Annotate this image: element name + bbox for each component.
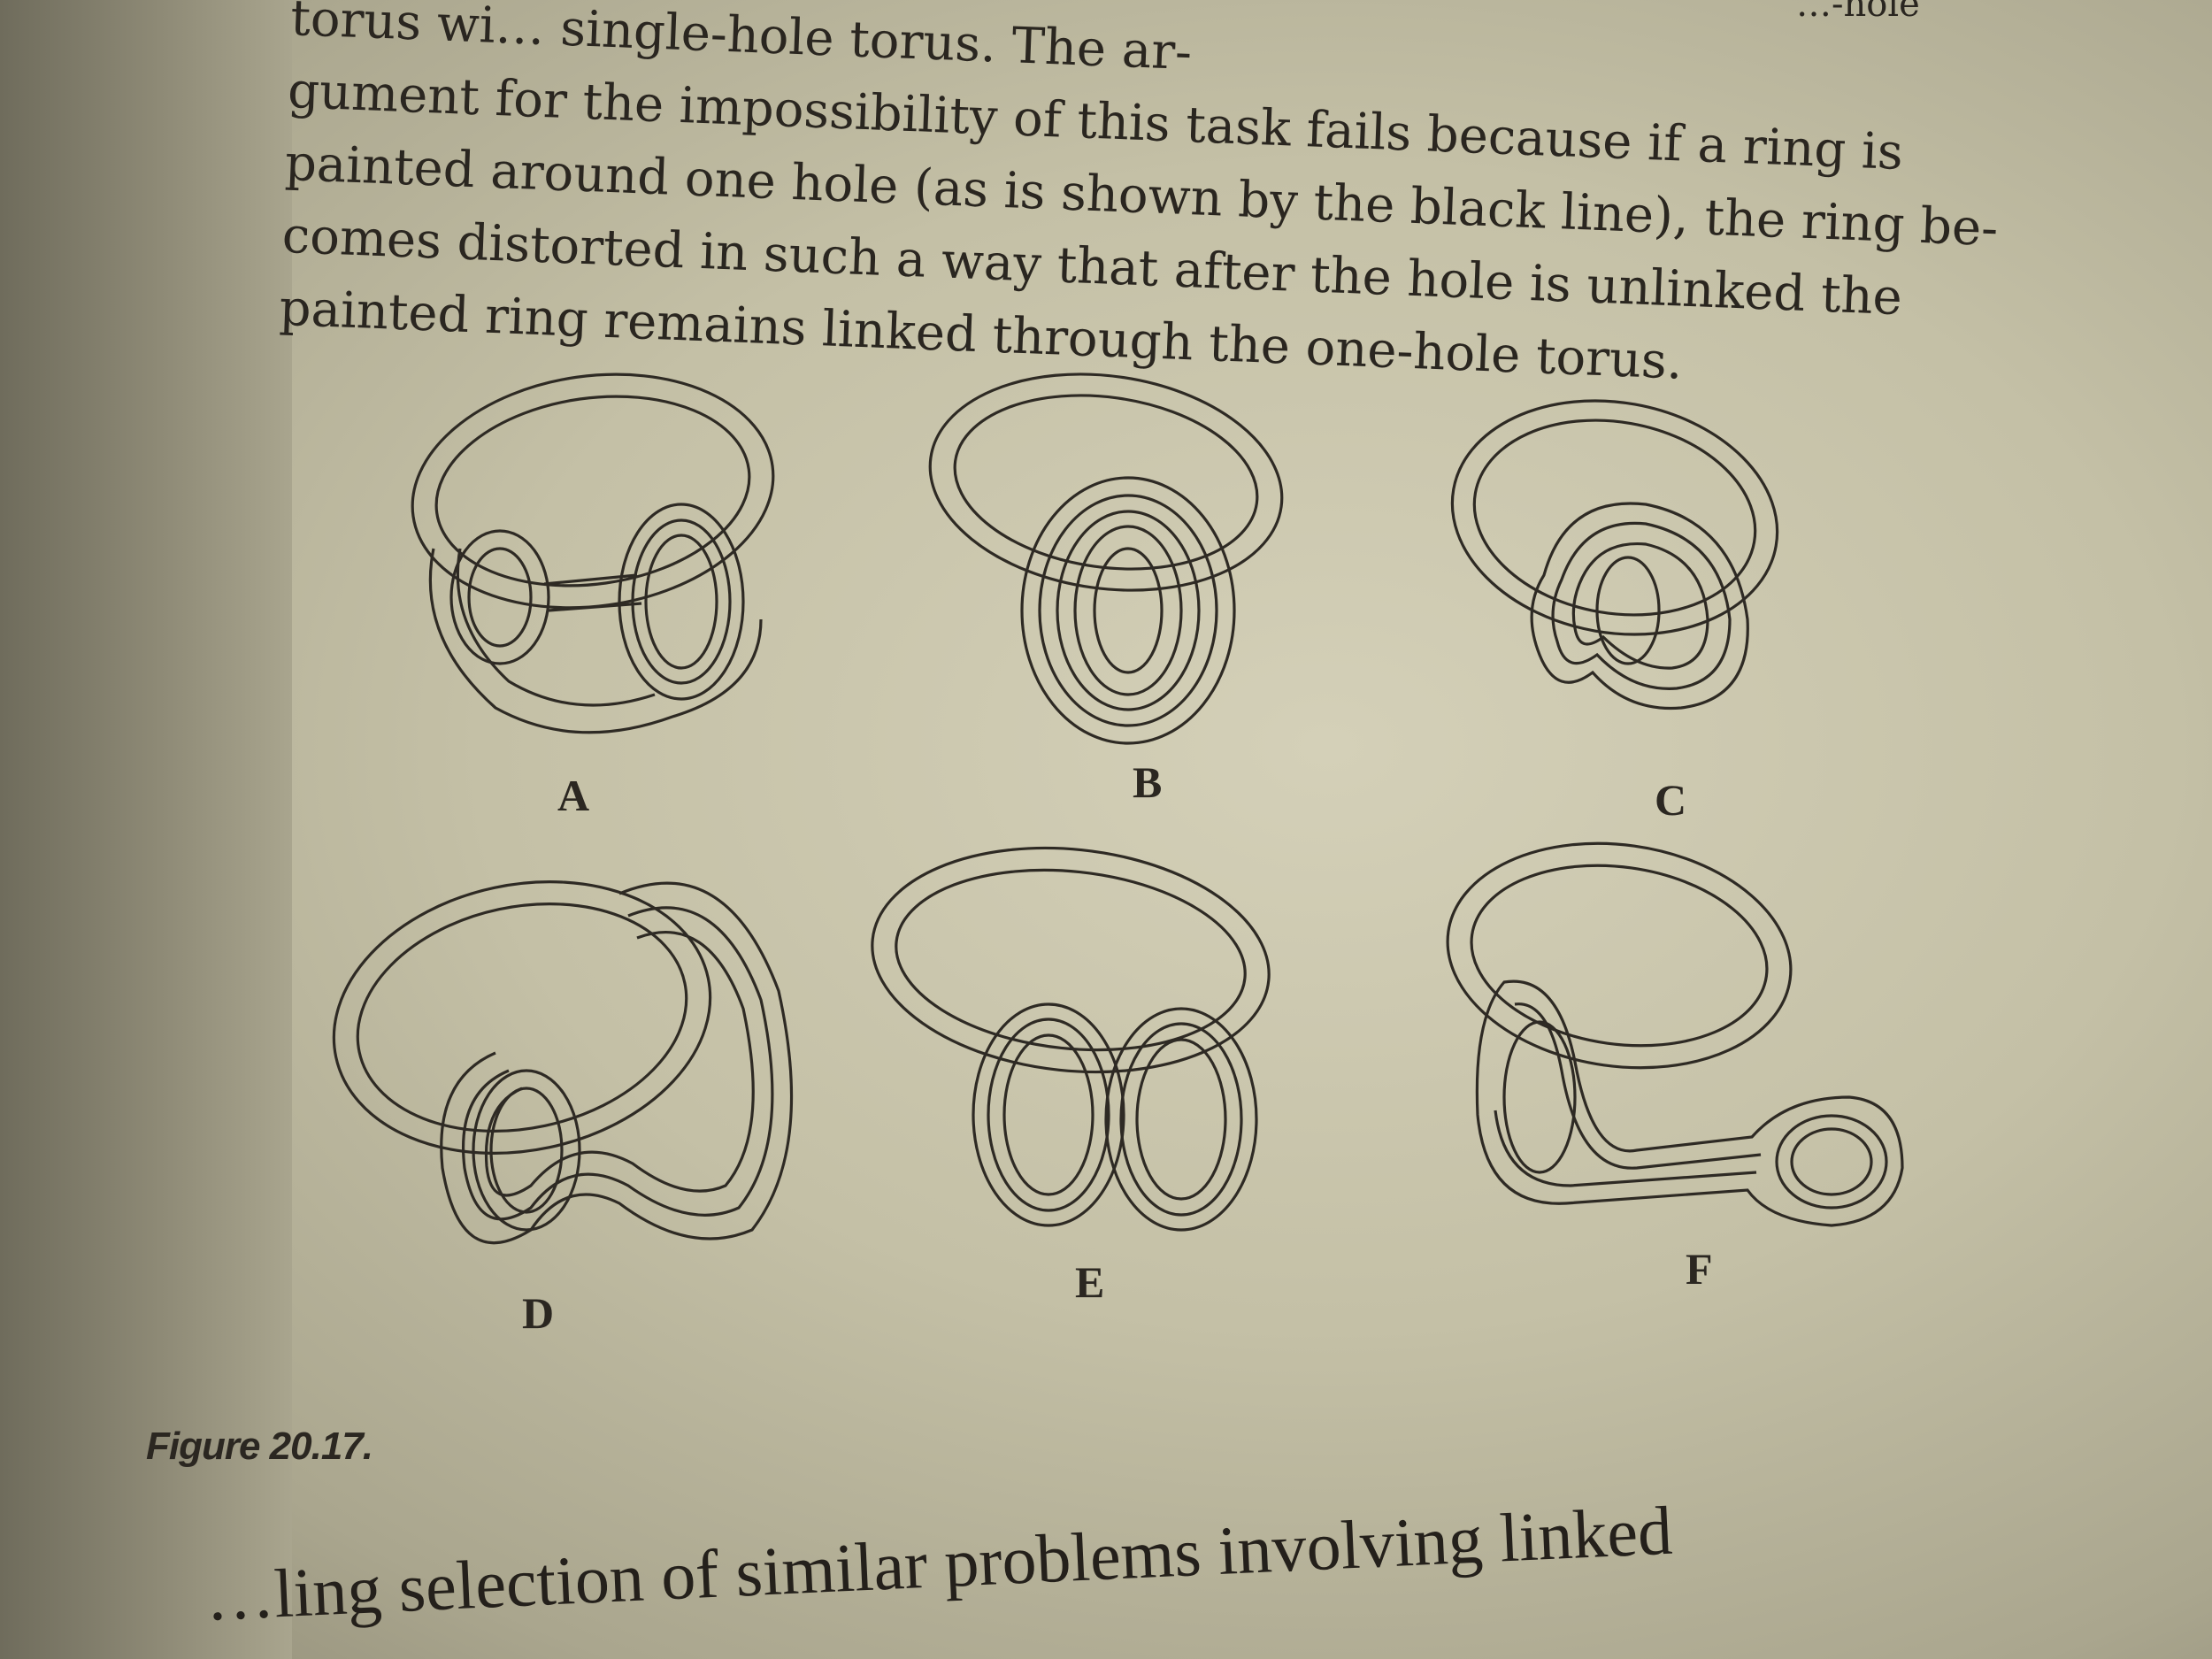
figure-d-drawing [332,880,794,1245]
figure-label-e: E [1075,1257,1105,1307]
figure-caption: Figure 20.17. [146,1425,373,1468]
figure-label-f: F [1686,1244,1713,1294]
figure-label-c: C [1655,775,1687,825]
figure-c-drawing [1450,399,1779,710]
figure-label-d: D [522,1288,555,1338]
corner-fragment: …-hole [1796,0,1920,25]
facing-page-edge [0,0,292,1659]
figure-e-drawing [871,846,1271,1232]
figure-label-b: B [1133,757,1163,807]
figure-label-a: A [557,771,590,820]
figure-b-drawing [928,373,1284,745]
figure-f-drawing [1446,841,1904,1227]
figure-a-drawing [411,373,775,734]
